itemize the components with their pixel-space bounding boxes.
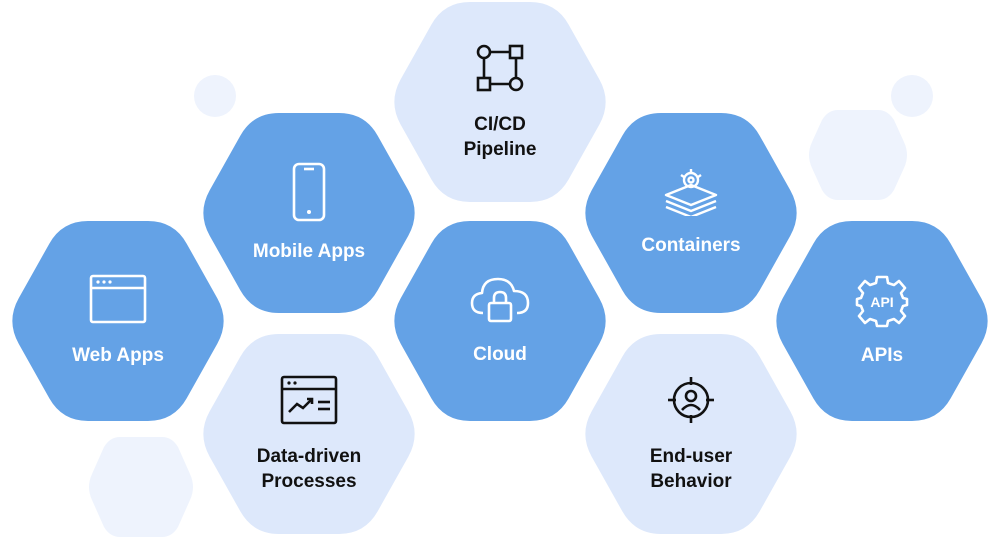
label-line: Containers xyxy=(641,235,741,256)
hex-web-apps: Web Apps xyxy=(6,221,230,421)
cicd-pipeline-label: CI/CD Pipeline xyxy=(464,112,537,162)
label-line: Cloud xyxy=(473,344,527,365)
api-gear-icon: API xyxy=(855,274,909,333)
label-line: Mobile Apps xyxy=(252,241,366,262)
cloud-label: Cloud xyxy=(473,342,527,367)
container-stack-icon xyxy=(663,168,719,221)
label-line: APIs xyxy=(860,345,904,366)
mobile-apps-label: Mobile Apps xyxy=(253,239,365,264)
data-driven-label: Data-driven Processes xyxy=(257,444,362,494)
decor-hex-right xyxy=(809,110,907,200)
analytics-dashboard-icon xyxy=(280,375,338,430)
hex-end-user-behavior: End-user Behavior xyxy=(579,334,803,534)
hex-data-driven-processes: Data-driven Processes xyxy=(197,334,421,534)
decor-circle-right xyxy=(891,75,933,117)
apis-label: APIs xyxy=(861,343,903,368)
label-line: Data-driven xyxy=(256,445,362,467)
hex-mobile-apps: Mobile Apps xyxy=(197,113,421,313)
label-line: CI/CD xyxy=(474,113,526,135)
label-line: End-user xyxy=(649,445,733,467)
hex-shape xyxy=(585,113,797,313)
hex-cloud: Cloud xyxy=(388,221,612,421)
decor-circle-left xyxy=(194,75,236,117)
end-user-label: End-user Behavior xyxy=(650,444,732,494)
hex-cicd-pipeline: CI/CD Pipeline xyxy=(388,2,612,202)
hex-shape xyxy=(585,334,797,534)
label-line: Web Apps xyxy=(72,345,164,366)
label-line: Behavior xyxy=(650,470,732,492)
pipeline-flow-icon xyxy=(475,43,525,98)
hex-containers: Containers xyxy=(579,113,803,313)
cloud-lock-icon xyxy=(469,275,531,330)
label-line: Pipeline xyxy=(463,138,537,160)
hex-shape xyxy=(394,2,606,202)
decor-hex-left xyxy=(89,437,193,537)
browser-window-icon xyxy=(89,274,147,329)
smartphone-icon xyxy=(291,162,327,227)
svg-text:API: API xyxy=(870,294,893,310)
web-apps-label: Web Apps xyxy=(72,343,164,368)
hex-apis: API APIs xyxy=(770,221,994,421)
hex-shape xyxy=(776,221,988,421)
hex-shape xyxy=(203,334,415,534)
containers-label: Containers xyxy=(641,233,740,258)
label-line: Processes xyxy=(261,470,357,492)
target-user-icon xyxy=(666,375,716,430)
